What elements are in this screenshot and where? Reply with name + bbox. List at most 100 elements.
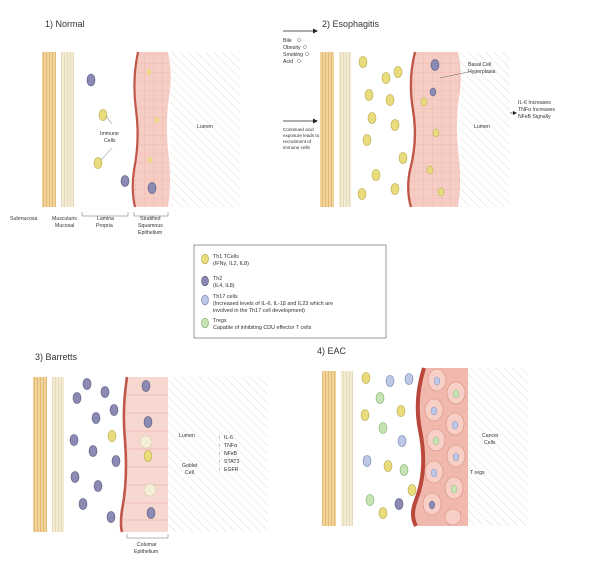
goblet-cell bbox=[143, 483, 157, 497]
basement-membrane bbox=[119, 376, 129, 533]
legend-treg-label: Tregs bbox=[213, 318, 227, 324]
legend-th2-swatch bbox=[201, 275, 209, 287]
legend-th17-detail-1: (Increased levels of IL-6, IL-1β and IL2… bbox=[213, 301, 333, 307]
legend-th17-swatch bbox=[201, 294, 209, 306]
legend-th2-detail: (IL4, IL8) bbox=[213, 283, 235, 289]
th2-cell bbox=[86, 73, 96, 87]
epithelial-nucleus bbox=[147, 157, 153, 163]
columar-label-2: Epithelium bbox=[134, 549, 158, 555]
panel-normal: 1) Normal Immune Cells Lumen Submucosa M… bbox=[10, 19, 240, 236]
plus-icon bbox=[303, 45, 307, 49]
legend-th1-swatch bbox=[201, 253, 209, 265]
th2-cell bbox=[147, 182, 157, 194]
muscularis-label-1: Muscularis bbox=[52, 216, 77, 222]
legend-th17-label: Th17 cells bbox=[213, 294, 238, 300]
lamina-bracket bbox=[81, 212, 129, 217]
marker-tnf: TNFα bbox=[224, 443, 237, 449]
svg-text:↑: ↑ bbox=[218, 443, 221, 449]
legend-th1-detail: (IFNγ, IL2, IL8) bbox=[213, 261, 249, 267]
arrowhead bbox=[313, 28, 318, 34]
cancer-label-1: Cancer bbox=[482, 433, 499, 439]
plus-icon bbox=[297, 59, 301, 63]
legend: Th1 TCells (IFNγ, IL2, IL8) Th2 (IL4, IL… bbox=[193, 244, 387, 339]
lumen-area bbox=[168, 377, 268, 532]
submucosa-layer bbox=[320, 52, 334, 207]
epithelium-bracket bbox=[133, 212, 169, 217]
th1-cell bbox=[98, 109, 108, 121]
lumen-label: Lumen bbox=[179, 433, 195, 439]
lumen-area bbox=[468, 368, 528, 526]
legend-treg-detail: Capable of inhibiting CDU effector T cel… bbox=[213, 325, 312, 331]
svg-text:↑: ↑ bbox=[218, 451, 221, 457]
stratified-label-2: Squamous bbox=[138, 223, 163, 229]
arrowhead bbox=[513, 111, 517, 115]
arrowhead bbox=[313, 118, 318, 124]
cancer-label-2: Cells bbox=[484, 440, 496, 446]
submucosa-layer bbox=[42, 52, 56, 207]
legend-treg-swatch bbox=[201, 317, 209, 329]
th2-cell bbox=[120, 175, 130, 187]
svg-text:↑: ↑ bbox=[218, 459, 221, 465]
goblet-label-2: Cell bbox=[185, 470, 194, 476]
plus-icon bbox=[297, 38, 301, 42]
risk-factor-smoking: Smoking bbox=[283, 52, 303, 58]
muscularis-layer bbox=[52, 377, 64, 532]
th1-cell bbox=[93, 157, 103, 169]
panel-normal-title: 1) Normal bbox=[45, 19, 85, 29]
panel-barretts: 3) Barretts bbox=[33, 352, 268, 555]
pointer-line bbox=[105, 115, 113, 125]
plus-icon bbox=[305, 52, 309, 56]
panel-eac-title: 4) EAC bbox=[317, 346, 347, 356]
exposure-text-1: Continued acid bbox=[283, 127, 314, 132]
exposure-text-4: immune cells bbox=[283, 145, 311, 150]
muscularis-layer bbox=[339, 52, 351, 207]
marker-stat3: STAT3 bbox=[224, 459, 239, 465]
goblet-cell bbox=[139, 435, 153, 449]
exposure-text-2: exposure leads to bbox=[283, 133, 320, 138]
basement-membrane bbox=[131, 51, 140, 208]
pointer-line bbox=[100, 147, 113, 161]
eac-immune-cells bbox=[360, 372, 417, 519]
cancer-cells bbox=[422, 368, 466, 526]
stratified-label-1: Stratified bbox=[140, 216, 161, 222]
panel-esophagitis-title: 2) Esophagitis bbox=[322, 19, 380, 29]
immune-cells-label-2: Cells bbox=[104, 138, 116, 144]
risk-factor-bile: Bile bbox=[283, 38, 292, 44]
legend-box bbox=[193, 244, 387, 339]
lumen-label: Lumen bbox=[197, 124, 213, 130]
lamina-label-1: Lamina bbox=[97, 216, 114, 222]
columar-label-1: Columar bbox=[137, 542, 157, 548]
basal-label-1: Basal Cell bbox=[468, 62, 491, 68]
columar-bracket bbox=[126, 534, 169, 539]
panel-esophagitis: 2) Esophagitis Bile Obesity Smoking Acid… bbox=[283, 19, 555, 208]
panel-eac: 4) EAC Cancer Cells bbox=[317, 346, 528, 527]
submucosa-layer bbox=[322, 371, 336, 526]
epithelial-nucleus bbox=[154, 117, 160, 123]
epithelial-nucleus bbox=[146, 69, 152, 75]
marker-egfr: EGFR bbox=[224, 467, 239, 473]
lumen-label: Lumen bbox=[474, 124, 490, 130]
lumen-area bbox=[170, 52, 240, 207]
effect-nfkb: NFκB Signally bbox=[518, 114, 551, 120]
muscularis-label-2: Mucosal bbox=[55, 223, 74, 229]
pointer-line bbox=[439, 71, 469, 79]
legend-th1-label: Th1 TCells bbox=[213, 254, 239, 260]
goblet-label-1: Goblet bbox=[182, 463, 198, 469]
exposure-text-3: recruitment of bbox=[283, 139, 312, 144]
barretts-immune-cells bbox=[69, 378, 156, 523]
submucosa-label: Submucosa bbox=[10, 216, 38, 222]
tregs-label: T regs bbox=[470, 470, 485, 476]
basal-label-2: Hyperplasia bbox=[468, 69, 496, 75]
stratified-label-3: Epithelium bbox=[138, 230, 162, 236]
panel-barretts-title: 3) Barretts bbox=[35, 352, 78, 362]
muscularis-layer bbox=[341, 371, 353, 526]
risk-factor-acid: Acid bbox=[283, 59, 293, 65]
basement-membrane bbox=[411, 367, 426, 527]
lamina-label-2: Propria bbox=[96, 223, 113, 229]
muscularis-layer bbox=[61, 52, 74, 207]
lumen-area bbox=[460, 52, 510, 207]
svg-text:↑: ↑ bbox=[218, 435, 221, 441]
barretts-marker-list: ↑ ↑ ↑ ↑ ↑ bbox=[218, 435, 221, 473]
svg-text:↑: ↑ bbox=[218, 467, 221, 473]
